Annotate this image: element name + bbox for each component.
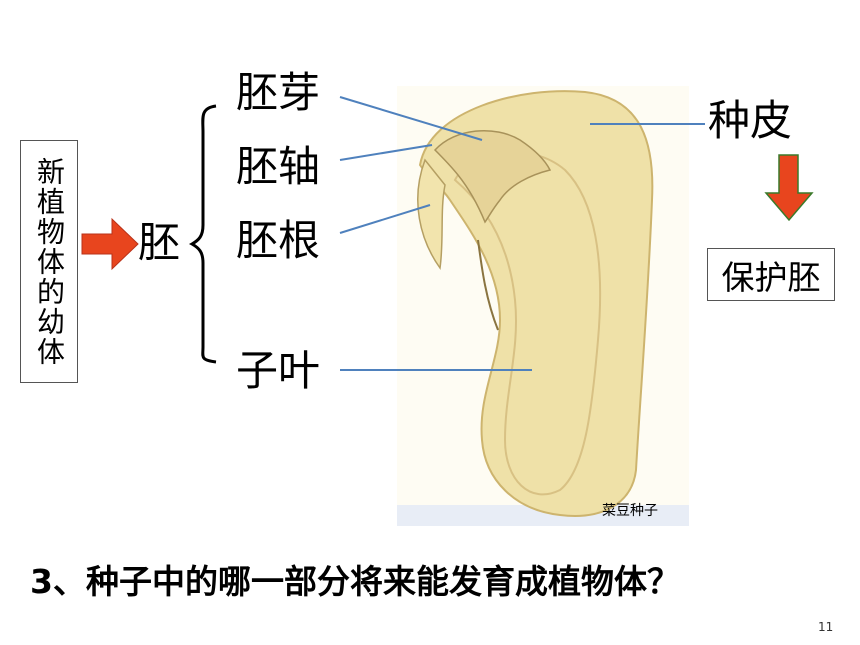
brace [188,104,217,364]
question-text: 3、种子中的哪一部分将来能发育成植物体？ [30,562,680,601]
protect-embryo-text: 保护胚 [721,257,821,297]
leader-plumule [339,96,483,141]
cotyledon-label: 子叶 [236,346,321,395]
seed-image-base [397,505,689,526]
image-caption: 菜豆种子 [602,503,658,519]
radicle-label: 胚根 [236,216,321,265]
embryo-label: 胚 [138,218,181,267]
hilum-line [477,239,499,331]
right-arrow-icon [81,217,139,271]
plumule-shape [433,129,552,224]
young-plant-box: 新植物体的幼体 [20,140,78,383]
leader-hypocotyl [339,144,433,161]
leader-radicle [339,204,431,234]
down-arrow-icon [764,154,814,222]
plumule-label: 胚芽 [236,68,321,117]
radicle-shape [417,158,446,270]
young-plant-text: 新植物体的幼体 [33,156,66,367]
page-number: 11 [818,620,834,634]
seed-coat-label: 种皮 [708,96,793,145]
protect-embryo-box: 保护胚 [707,248,835,301]
hypocotyl-label: 胚轴 [236,142,321,191]
cotyledon-contour [453,150,602,496]
